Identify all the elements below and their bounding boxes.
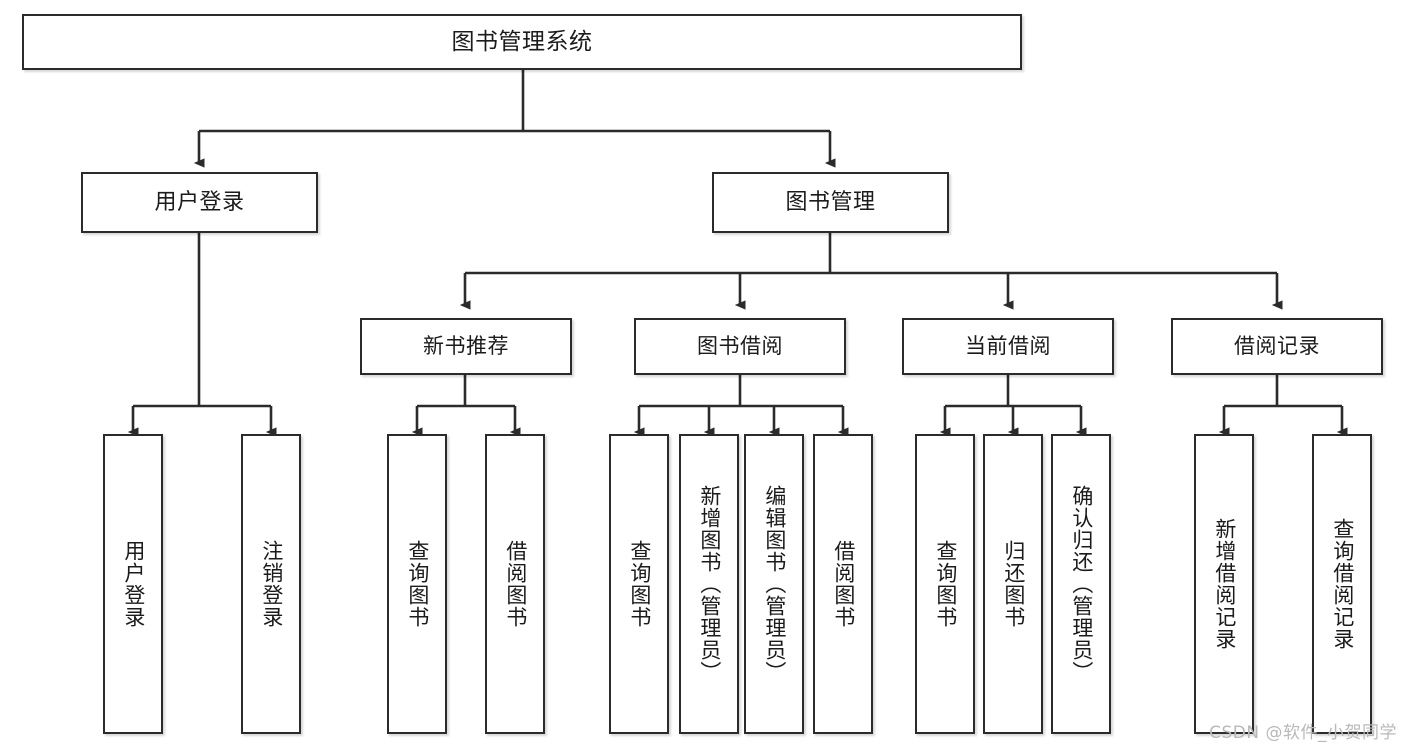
leaf-current-query-book[interactable]: 查询图书 [915, 434, 975, 734]
leaf-user-login-login[interactable]: 用户登录 [103, 434, 163, 734]
node-label: 借阅记录 [1234, 334, 1320, 359]
leaf-borrow-borrow-book[interactable]: 借阅图书 [813, 434, 873, 734]
leaf-current-confirm-return-admin[interactable]: 确认归还（管理员） [1051, 434, 1111, 734]
node-label: 查询图书 [627, 540, 652, 628]
node-borrow-record[interactable]: 借阅记录 [1171, 318, 1383, 375]
node-label: 查询图书 [405, 540, 430, 628]
node-label: 确认归还（管理员） [1069, 485, 1094, 683]
node-label: 当前借阅 [965, 334, 1051, 359]
node-book-borrow[interactable]: 图书借阅 [634, 318, 846, 375]
node-label: 注销登录 [259, 540, 284, 628]
node-root-system[interactable]: 图书管理系统 [22, 14, 1022, 70]
node-label: 图书借阅 [697, 334, 783, 359]
node-label: 用户登录 [154, 189, 245, 215]
node-book-management[interactable]: 图书管理 [712, 172, 949, 233]
leaf-borrow-query-book[interactable]: 查询图书 [609, 434, 669, 734]
node-label: 借阅图书 [831, 540, 856, 628]
leaf-new-book-borrow[interactable]: 借阅图书 [485, 434, 545, 734]
leaf-record-query-record[interactable]: 查询借阅记录 [1312, 434, 1372, 734]
leaf-new-book-query[interactable]: 查询图书 [387, 434, 447, 734]
node-label: 新书推荐 [423, 334, 509, 359]
node-label: 借阅图书 [503, 540, 528, 628]
node-new-book-recommend[interactable]: 新书推荐 [360, 318, 572, 375]
node-user-login[interactable]: 用户登录 [81, 172, 318, 233]
leaf-record-add-record[interactable]: 新增借阅记录 [1194, 434, 1254, 734]
node-label: 归还图书 [1001, 540, 1026, 628]
watermark-text: CSDN @软件_小贺同学 [1209, 723, 1397, 743]
leaf-current-return-book[interactable]: 归还图书 [983, 434, 1043, 734]
node-label: 查询图书 [933, 540, 958, 628]
node-label: 用户登录 [121, 540, 146, 628]
node-label: 图书管理系统 [451, 28, 593, 55]
node-label: 图书管理 [785, 189, 876, 215]
node-label: 编辑图书（管理员） [762, 485, 787, 683]
leaf-user-login-logout[interactable]: 注销登录 [241, 434, 301, 734]
node-label: 新增图书（管理员） [697, 485, 722, 683]
node-current-borrow[interactable]: 当前借阅 [902, 318, 1114, 375]
leaf-borrow-edit-book-admin[interactable]: 编辑图书（管理员） [744, 434, 804, 734]
leaf-borrow-add-book-admin[interactable]: 新增图书（管理员） [679, 434, 739, 734]
node-label: 新增借阅记录 [1212, 518, 1237, 650]
node-label: 查询借阅记录 [1330, 518, 1355, 650]
